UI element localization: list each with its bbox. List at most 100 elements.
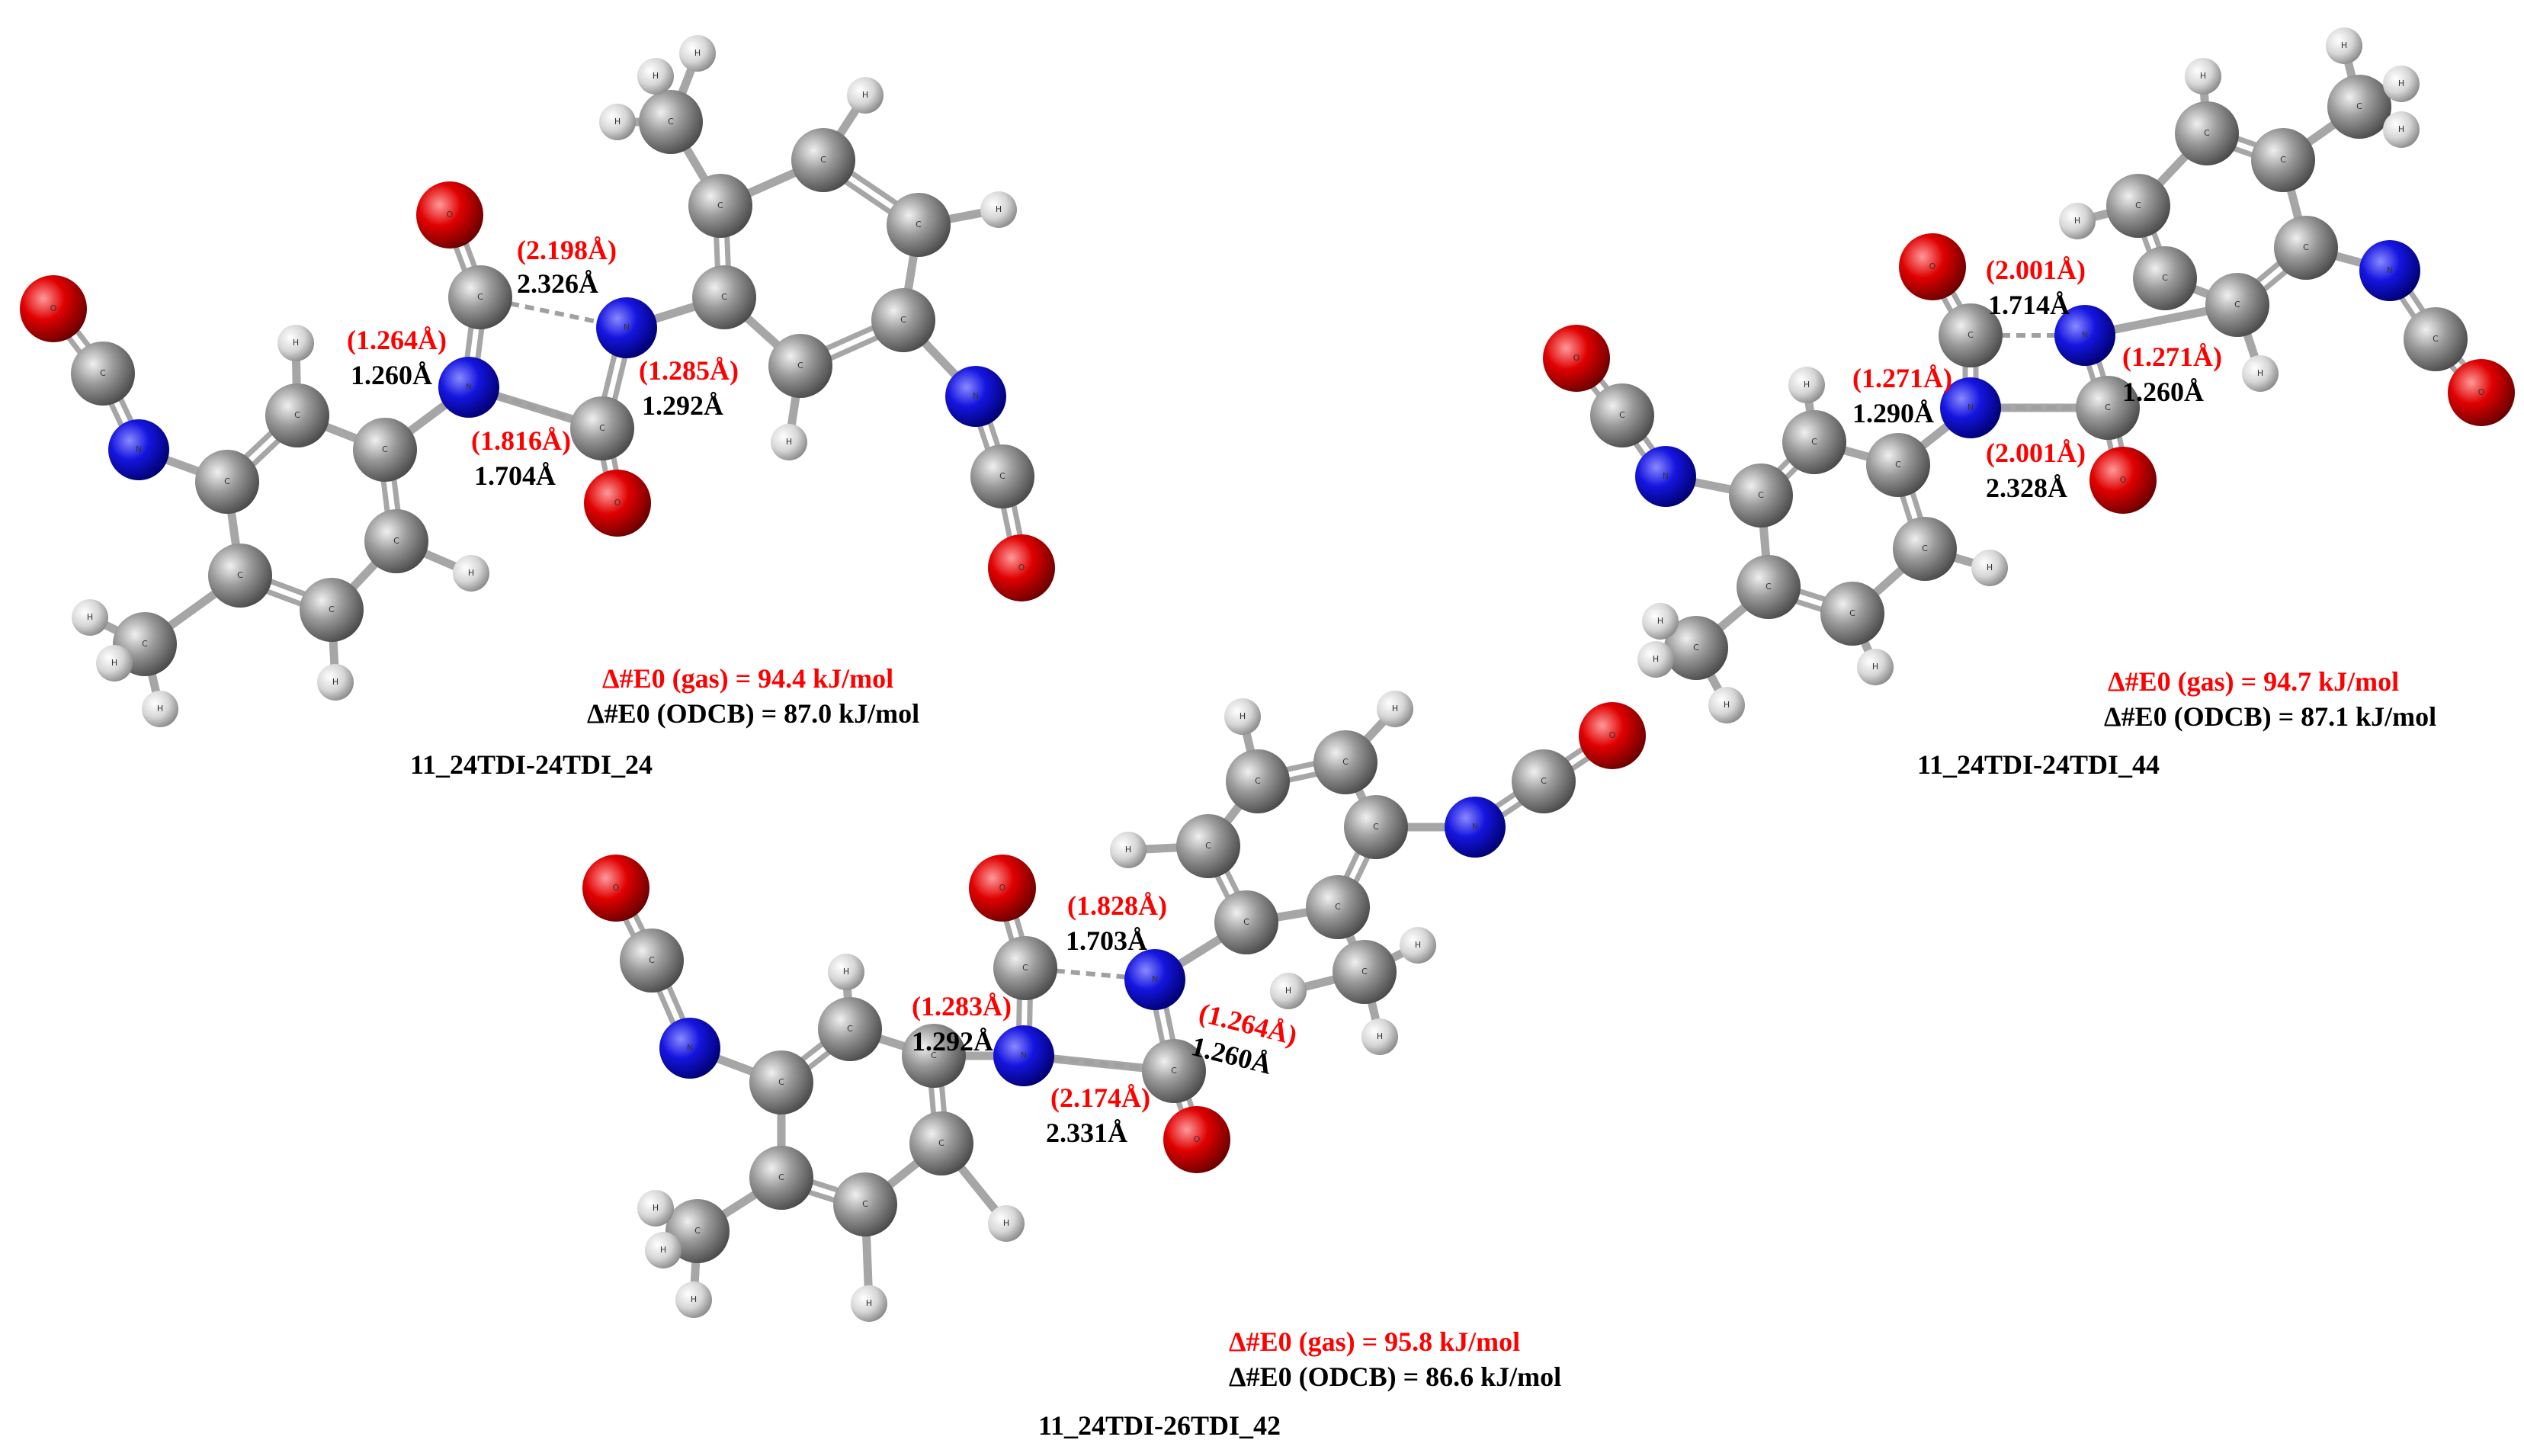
s1-atom-symbol: C (916, 220, 922, 229)
s3-carbon-atom (1142, 1039, 1206, 1103)
s1-atom-symbol: N (136, 444, 142, 454)
s2-atom-symbol: H (1872, 662, 1878, 672)
s1-nitrogen-atom (596, 297, 657, 358)
s2-atom-symbol: C (1895, 460, 1901, 470)
s3-atom-symbol: O (1609, 730, 1616, 740)
s2-carbon-atom (1664, 616, 1728, 680)
s3-atom-symbol: C (1361, 967, 1368, 977)
s1-atom-symbol: C (294, 410, 300, 420)
s2-bottom-gas-distance: (2.001Å) (1986, 438, 2086, 468)
s3-atom-symbol: C (931, 1050, 937, 1060)
s3-atom-symbol: C (1373, 822, 1379, 832)
s1-carbon-atom (871, 288, 935, 352)
s1-oxygen-atom (584, 470, 651, 537)
s1-right-gas-distance: (1.285Å) (639, 355, 739, 386)
s3-atom-symbol: H (1240, 711, 1246, 721)
s1-oxygen-atom (988, 534, 1055, 601)
s3-atom-symbol: H (1392, 704, 1398, 714)
s2-carbon-atom (2076, 376, 2140, 440)
s3-atom-symbol: O (613, 883, 620, 893)
s3-hydrogen-atom (988, 1205, 1025, 1242)
s1-atom-symbol: H (653, 71, 659, 81)
s2-top-odcb-distance: 1.714Å (1988, 290, 2070, 320)
s2-atom-symbol: H (2200, 71, 2206, 81)
s2-oxygen-atom (2089, 447, 2157, 514)
s3-atom-symbol: C (862, 1199, 868, 1209)
s3-hydrogen-atom (828, 954, 864, 990)
s2-atom-symbol: N (2387, 265, 2393, 275)
s3-atom-symbol: H (691, 1294, 697, 1304)
s3-structure-name: 11_24TDI-26TDI_42 (1038, 1410, 1281, 1441)
s2-hydrogen-atom (2383, 111, 2420, 148)
s3-atom-symbol: C (649, 955, 655, 965)
s2-carbon-atom (2205, 273, 2269, 337)
s2-right-gas-distance: (1.271Å) (2122, 342, 2222, 372)
s2-atom-symbol: H (1653, 654, 1659, 664)
s2-carbon-atom (1820, 582, 1884, 646)
s2-nitrogen-atom (1635, 446, 1696, 507)
s1-left-gas-distance: (1.264Å) (347, 325, 447, 355)
s1-carbon-atom (364, 509, 428, 573)
s2-bottom-odcb-distance: 2.328Å (1986, 473, 2067, 503)
s1-hydrogen-atom (980, 191, 1017, 228)
s1-atom-symbol: H (468, 568, 474, 578)
s1-atom-symbol: C (721, 292, 727, 302)
s2-atom-symbol: O (1929, 261, 1936, 271)
s1-carbon-atom (71, 342, 135, 406)
s1-carbon-atom (448, 265, 512, 329)
atoms-layer: O C N C C C C C C C H H H H H H N C O C O N C C C C C C C H H H H H H N C O O C… (20, 27, 2515, 1322)
s3-carbon-atom (1306, 875, 1370, 939)
s3-energy-gas: Δ#E0 (gas) = 95.8 kJ/mol (1229, 1326, 1521, 1357)
s2-atom-symbol: C (2280, 155, 2286, 165)
s1-hydrogen-atom (142, 691, 178, 727)
s2-carbon-atom (1782, 410, 1846, 474)
s2-atom-symbol: H (1987, 563, 1993, 572)
s1-atom-symbol: C (477, 292, 483, 302)
s3-hydrogen-atom (675, 1281, 712, 1318)
s3-nitrogen-atom (1124, 949, 1185, 1010)
s2-atom-symbol: C (1766, 582, 1772, 592)
s2-atom-symbol: H (1657, 616, 1663, 626)
s1-carbon-atom (353, 418, 417, 482)
s2-hydrogen-atom (2242, 355, 2279, 392)
s2-atom-symbol: C (1849, 608, 1855, 618)
s1-atom-symbol: O (50, 303, 57, 313)
s3-hydrogen-atom (1361, 1018, 1398, 1055)
s2-atom-symbol: C (2234, 300, 2240, 309)
s1-hydrogen-atom (96, 645, 133, 681)
s2-atom-symbol: O (2478, 387, 2485, 397)
s3-atom-symbol: N (1021, 1050, 1027, 1060)
s2-hydrogen-atom (1637, 641, 1674, 678)
s1-atom-symbol: H (862, 90, 868, 100)
s1-carbon-atom (265, 383, 329, 447)
s2-carbon-atom (1729, 463, 1793, 528)
s2-carbon-atom (2106, 174, 2170, 238)
s3-left-odcb-distance: 1.292Å (912, 1026, 993, 1057)
s3-atom-symbol: C (938, 1138, 944, 1148)
s2-carbon-atom (1866, 433, 1930, 497)
s1-left-odcb-distance: 1.260Å (351, 360, 432, 390)
s3-carbon-atom (1512, 749, 1576, 813)
s2-carbon-atom (2404, 307, 2468, 371)
s2-atom-symbol: N (1968, 402, 1974, 412)
s3-atom-symbol: C (1335, 902, 1341, 912)
s2-carbon-atom (2274, 216, 2338, 280)
s2-hydrogen-atom (1857, 649, 1894, 685)
s1-atom-symbol: O (614, 498, 621, 508)
s1-atom-symbol: C (382, 444, 388, 454)
s3-atom-symbol: H (843, 967, 849, 977)
s2-carbon-atom (1893, 517, 1957, 581)
s3-atom-symbol: H (866, 1298, 872, 1308)
s3-oxygen-atom (582, 855, 649, 922)
s2-atom-symbol: C (1758, 490, 1764, 500)
s1-atom-symbol: H (614, 117, 621, 127)
s2-atom-symbol: H (2341, 40, 2347, 50)
s3-atom-symbol: C (778, 1077, 784, 1087)
s3-atom-symbol: C (1255, 776, 1261, 786)
s3-atom-symbol: C (1541, 776, 1547, 786)
s1-atom-symbol: H (332, 677, 338, 687)
s2-right-odcb-distance: 1.260Å (2122, 377, 2204, 407)
s3-carbon-atom (665, 1199, 730, 1263)
s1-hydrogen-atom (847, 77, 884, 114)
